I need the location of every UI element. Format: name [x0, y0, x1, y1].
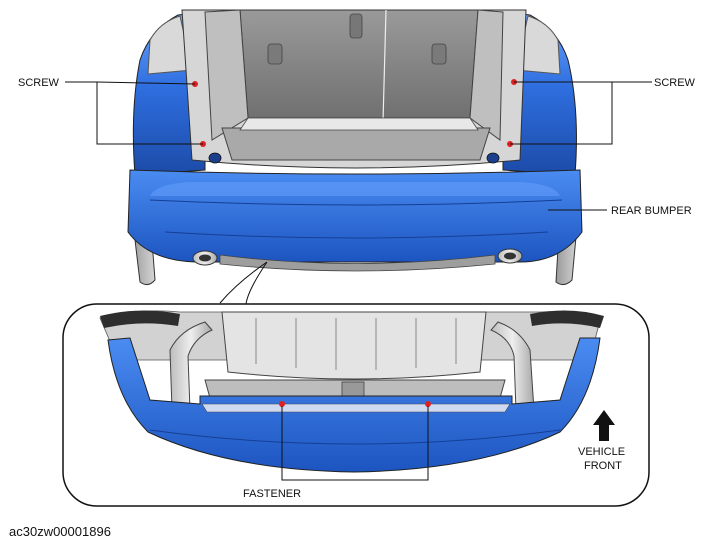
- callout-connector: [219, 261, 268, 305]
- label-fastener: FASTENER: [243, 488, 301, 500]
- arrow-up-icon: [593, 410, 615, 441]
- left-exhaust-pipe: [169, 321, 213, 411]
- label-rear-bumper: REAR BUMPER: [611, 205, 692, 217]
- leader-lines-fastener: [281, 406, 429, 481]
- leader-lines-top: [65, 81, 652, 211]
- fastener-marker-right: [425, 401, 431, 407]
- label-vehicle-front-line2: FRONT: [584, 460, 622, 472]
- label-vehicle-front-line1: VEHICLE: [578, 446, 625, 458]
- fastener-marker-left: [279, 401, 285, 407]
- label-screw-left: SCREW: [18, 77, 60, 89]
- vehicle-rear-view: [127, 9, 583, 286]
- figure-code: ac30zw00001896: [9, 524, 111, 539]
- right-exhaust-pipe: [490, 321, 535, 411]
- underside-view: [99, 310, 604, 473]
- label-screw-right: SCREW: [654, 77, 696, 89]
- spare-tire-well: [221, 311, 487, 380]
